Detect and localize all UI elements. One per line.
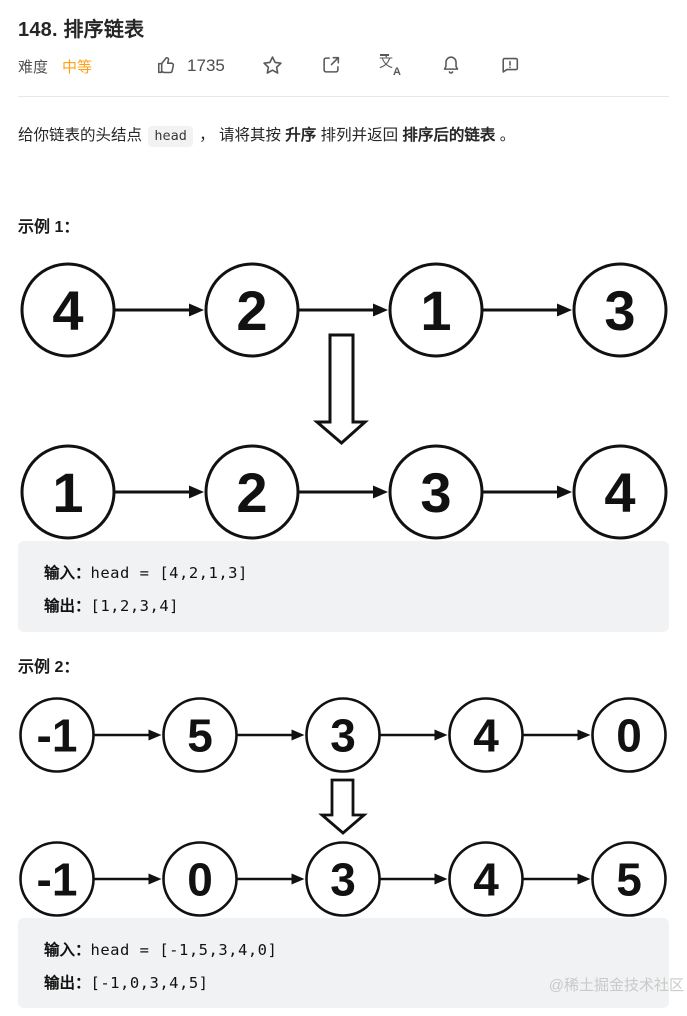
problem-description: 给你链表的头结点 head ， 请将其按 升序 排列并返回 排序后的链表 。 bbox=[18, 124, 673, 148]
node-circle bbox=[305, 697, 381, 773]
node-circle bbox=[448, 697, 524, 773]
node-value: 1 bbox=[52, 461, 83, 524]
favorite-button[interactable] bbox=[261, 54, 284, 77]
example-1-input-line: 输入：head = [4,2,1,3] bbox=[44, 557, 669, 590]
node-circle bbox=[591, 697, 667, 773]
input-label: 输入： bbox=[44, 565, 91, 582]
node-circle bbox=[448, 841, 524, 917]
link-arrow-head bbox=[434, 729, 448, 741]
link-arrow-head bbox=[373, 303, 388, 317]
link-arrow-head bbox=[434, 873, 448, 885]
link-arrow-head bbox=[373, 485, 388, 499]
node-value: 4 bbox=[473, 853, 499, 905]
share-icon bbox=[320, 54, 342, 76]
output-label: 输出： bbox=[44, 598, 91, 615]
node-value: 5 bbox=[187, 709, 213, 761]
example-2-label: 示例 2： bbox=[18, 659, 80, 676]
link-arrow-head bbox=[291, 729, 305, 741]
output-value: [-1,0,3,4,5] bbox=[90, 974, 209, 992]
node-circle bbox=[19, 841, 95, 917]
node-circle bbox=[20, 444, 116, 540]
node-value: 4 bbox=[52, 279, 83, 342]
output-label: 输出： bbox=[44, 975, 91, 992]
input-label: 输入： bbox=[44, 942, 91, 959]
node-value: 5 bbox=[616, 853, 642, 905]
node-circle bbox=[388, 262, 484, 358]
node-circle bbox=[20, 262, 116, 358]
output-value: [1,2,3,4] bbox=[90, 597, 180, 615]
node-value: 2 bbox=[236, 461, 267, 524]
feedback-icon bbox=[499, 54, 521, 76]
node-value: -1 bbox=[37, 709, 78, 761]
node-value: 3 bbox=[330, 853, 356, 905]
translate-button[interactable]: 文 A bbox=[379, 54, 401, 78]
page-title: 148. 排序链表 bbox=[18, 19, 145, 41]
down-arrow-icon bbox=[312, 333, 369, 445]
input-value: head = [4,2,1,3] bbox=[90, 564, 248, 582]
node-value: 0 bbox=[187, 853, 213, 905]
like-button[interactable]: 1735 bbox=[156, 54, 225, 79]
node-value: 4 bbox=[604, 461, 635, 524]
thumbs-up-icon bbox=[156, 54, 178, 79]
example-1-diagram: 4 2 1 3 1 2 3 4 bbox=[20, 262, 668, 540]
example-2-diagram: -1 5 3 4 0 -1 0 3 4 5 bbox=[19, 697, 667, 917]
watermark: @稀土掘金技术社区 bbox=[548, 977, 684, 994]
link-arrow-head bbox=[577, 729, 591, 741]
description-text: 排列并返回 bbox=[316, 127, 403, 144]
example-2-io-block: 输入：head = [-1,5,3,4,0] 输出：[-1,0,3,4,5] bbox=[18, 918, 669, 1008]
bell-icon bbox=[440, 54, 462, 76]
divider bbox=[18, 96, 669, 97]
node-value: 3 bbox=[420, 461, 451, 524]
example-2-input-line: 输入：head = [-1,5,3,4,0] bbox=[44, 934, 669, 967]
example-1-io-block: 输入：head = [4,2,1,3] 输出：[1,2,3,4] bbox=[18, 541, 669, 632]
node-value: 4 bbox=[473, 709, 499, 761]
description-bold-sorted-list: 排序后的链表 bbox=[402, 127, 496, 144]
link-arrow-head bbox=[291, 873, 305, 885]
node-circle bbox=[591, 841, 667, 917]
description-text: 。 bbox=[495, 127, 516, 144]
node-circle bbox=[572, 444, 668, 540]
link-arrow-head bbox=[557, 485, 572, 499]
node-circle bbox=[162, 697, 238, 773]
node-circle bbox=[162, 841, 238, 917]
link-arrow-head bbox=[189, 303, 204, 317]
like-count: 1735 bbox=[187, 56, 225, 75]
difficulty-label: 难度 bbox=[18, 58, 49, 76]
example-2-output-line: 输出：[-1,0,3,4,5] bbox=[44, 967, 669, 1000]
share-button[interactable] bbox=[320, 54, 342, 76]
node-circle bbox=[19, 697, 95, 773]
example-1-output-line: 输出：[1,2,3,4] bbox=[44, 590, 669, 623]
inline-code-head: head bbox=[148, 126, 193, 147]
link-arrow-head bbox=[577, 873, 591, 885]
feedback-button[interactable] bbox=[499, 54, 521, 76]
node-value: 0 bbox=[616, 709, 642, 761]
meta-row: 难度 中等 1735 文 A bbox=[18, 52, 669, 80]
link-arrow-head bbox=[557, 303, 572, 317]
node-value: 2 bbox=[236, 279, 267, 342]
link-arrow-head bbox=[148, 873, 162, 885]
translate-icon: 文 A bbox=[379, 54, 401, 78]
description-text: ， 请将其按 bbox=[194, 127, 286, 144]
node-circle bbox=[305, 841, 381, 917]
input-value: head = [-1,5,3,4,0] bbox=[90, 941, 278, 959]
node-circle bbox=[204, 262, 300, 358]
node-circle bbox=[204, 444, 300, 540]
description-bold-ascending: 升序 bbox=[285, 127, 317, 144]
node-circle bbox=[572, 262, 668, 358]
description-text: 给你链表的头结点 bbox=[18, 127, 147, 144]
node-value: 1 bbox=[420, 279, 451, 342]
difficulty-badge: 中等 bbox=[62, 58, 93, 76]
node-value: 3 bbox=[330, 709, 356, 761]
notifications-button[interactable] bbox=[440, 54, 462, 76]
link-arrow-head bbox=[148, 729, 162, 741]
node-value: -1 bbox=[37, 853, 78, 905]
node-circle bbox=[388, 444, 484, 540]
node-value: 3 bbox=[604, 279, 635, 342]
down-arrow-icon bbox=[318, 778, 368, 835]
star-icon bbox=[261, 54, 284, 77]
example-1-label: 示例 1： bbox=[18, 219, 80, 236]
link-arrow-head bbox=[189, 485, 204, 499]
